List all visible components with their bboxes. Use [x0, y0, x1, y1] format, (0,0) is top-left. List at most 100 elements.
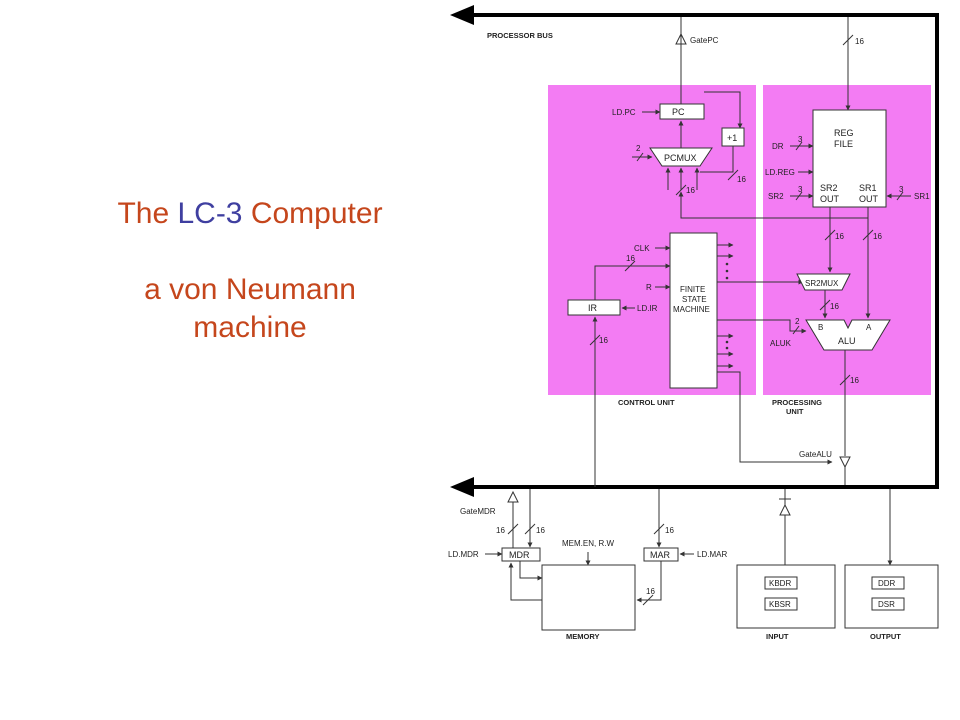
output-label: OUTPUT [870, 632, 901, 641]
alu-out-tick [839, 374, 851, 386]
aluk-label: ALUK [770, 339, 792, 348]
sr1-width: 3 [899, 185, 904, 194]
gatemdr-tick [507, 523, 519, 535]
output-block [844, 564, 939, 629]
alu-label: ALU [838, 336, 856, 346]
register-file [812, 109, 887, 208]
ld-reg-label: LD.REG [765, 168, 795, 177]
title-block: The LC-3 Computer a von Neumann machine [60, 195, 440, 347]
pc-to-incrementer-wire [704, 91, 743, 129]
sr2-out-label-2: OUT [820, 194, 840, 204]
ir-label: IR [588, 303, 598, 313]
memory-label: MEMORY [566, 632, 599, 641]
fsm-control-outputs [717, 242, 734, 369]
dsr-register [871, 597, 905, 611]
mar-mem-tick [642, 594, 654, 606]
bus-mar-width: 16 [665, 526, 674, 535]
bus-mdr-tick [524, 523, 536, 535]
pcmux-in-tick [675, 184, 687, 196]
mem-en-label: MEM.EN, R.W [562, 539, 614, 548]
ld-mar-label: LD.MAR [697, 550, 727, 559]
gatealu-label: GateALU [799, 450, 832, 459]
instruction-register [567, 299, 621, 316]
kbdr-register [764, 576, 798, 590]
sr1-out-width: 16 [873, 232, 882, 241]
memory-block [541, 564, 636, 631]
sr2-width: 3 [798, 185, 803, 194]
clk-label: CLK [634, 244, 650, 253]
processing-unit-label-1: PROCESSING [772, 398, 822, 407]
inc-width-label: 16 [737, 175, 746, 184]
input-tristate [779, 503, 791, 516]
title-part-2: LC-3 [177, 197, 243, 230]
regfile-label-2: FILE [834, 139, 853, 149]
sr1-out-tick [862, 229, 874, 241]
control-unit-region [548, 85, 756, 395]
finite-state-machine [669, 232, 718, 389]
processor-bus [472, 13, 939, 489]
sr2-out-label-1: SR2 [820, 183, 838, 193]
bus-mdr-width: 16 [536, 526, 545, 535]
ld-ir-label: LD.IR [637, 304, 658, 313]
pc-label: PC [672, 107, 685, 117]
control-unit-label: CONTROL UNIT [618, 398, 675, 407]
slide-subtitle-line-2: machine [193, 311, 307, 344]
ir-to-fsm-wire [594, 263, 671, 300]
mar-mem-width: 16 [646, 587, 655, 596]
regfile-label-1: REG [834, 128, 854, 138]
slide-subtitle-line-1: a von Neumann [144, 273, 356, 306]
dsr-label: DSR [878, 600, 895, 609]
alu-a-label: A [866, 323, 872, 332]
gatemdr-label: GateMDR [460, 507, 496, 516]
mar-to-memory-wire [636, 561, 662, 603]
sr2mux-label: SR2MUX [805, 279, 839, 288]
dr-tick [795, 141, 803, 151]
input-label: INPUT [766, 632, 789, 641]
gatemdr-width: 16 [496, 526, 505, 535]
bus-width-label: 16 [855, 37, 864, 46]
alu [805, 319, 891, 351]
inc-width-tick [727, 169, 739, 181]
sr1-tick [896, 191, 904, 201]
dr-width: 3 [798, 135, 803, 144]
sr2-out-width: 16 [835, 232, 844, 241]
ir-fsm-tick [624, 260, 636, 272]
bus-arrow-bottom [450, 477, 474, 497]
sr2-label: SR2 [768, 192, 784, 201]
sr1-to-pcmux-wire [678, 191, 868, 219]
gatealu-tristate [839, 456, 851, 469]
kbsr-register [764, 597, 798, 611]
sr1-out-label-2: OUT [859, 194, 879, 204]
pcmux-select-tick [636, 152, 644, 162]
ddr-label: DDR [878, 579, 896, 588]
sr2-out-tick [824, 229, 836, 241]
bus-mar-tick [653, 523, 665, 535]
ld-pc-label: LD.PC [612, 108, 636, 117]
fsm-label-2: STATE [682, 295, 707, 304]
title-part-3: Computer [242, 197, 383, 230]
mar-label: MAR [650, 550, 671, 560]
aluk-tick [792, 325, 800, 335]
mdr-label: MDR [509, 550, 530, 560]
ddr-register [871, 576, 905, 590]
ir-in-width: 16 [599, 336, 608, 345]
gatealu-control-wire [717, 371, 833, 465]
fsm-ellipsis-dots [725, 262, 729, 350]
sr2mux-out-width: 16 [830, 302, 839, 311]
mdr-to-memory-wire [519, 561, 543, 581]
alu-out-width: 16 [850, 376, 859, 385]
ir-in-tick [589, 334, 601, 346]
title-part-1: The [117, 197, 178, 230]
alu-b-label: B [818, 323, 823, 332]
fsm-label-3: MACHINE [673, 305, 710, 314]
gatemdr-tristate [507, 490, 519, 503]
gatepc-label: GatePC [690, 36, 719, 45]
sr2-tick [795, 191, 803, 201]
dr-label: DR [772, 142, 784, 151]
ir-fsm-width: 16 [626, 254, 635, 263]
sr1-out-label-1: SR1 [859, 183, 877, 193]
incrementer-label: +1 [727, 133, 737, 143]
memory-to-mdr-wire [508, 562, 542, 601]
sr2mux-out-tick [819, 299, 831, 311]
